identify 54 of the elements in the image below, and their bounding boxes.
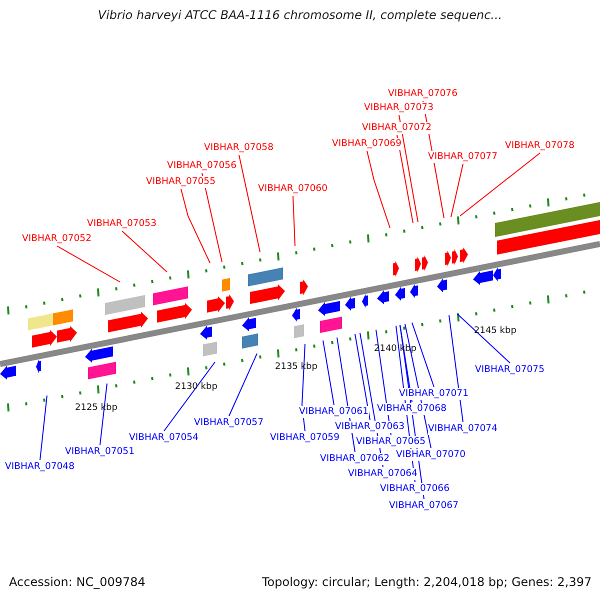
leader-line [202, 172, 222, 262]
gene-label: VIBHAR_07075 [475, 364, 545, 376]
gene-label: VIBHAR_07071 [399, 388, 469, 400]
leader-line [448, 314, 464, 422]
gene-label: VIBHAR_07061 [299, 406, 369, 418]
gene-label: VIBHAR_07063 [335, 421, 405, 433]
gene-label: VIBHAR_07066 [380, 483, 450, 495]
gene-label: VIBHAR_07059 [270, 432, 340, 444]
leader-line [40, 395, 48, 460]
gene-label: VIBHAR_07060 [258, 183, 328, 195]
gene-label: VIBHAR_07064 [348, 468, 418, 480]
gene-label: VIBHAR_07072 [362, 122, 432, 134]
leader-line [460, 152, 540, 216]
gene-label: VIBHAR_07070 [396, 449, 466, 461]
leader-line [164, 362, 216, 432]
leader-line [122, 230, 168, 272]
gene-label: VIBHAR_07051 [65, 446, 135, 458]
gene-label: VIBHAR_07068 [377, 403, 447, 415]
leader-line [292, 196, 296, 246]
leader-line [412, 322, 434, 388]
gene-label: VIBHAR_07076 [388, 88, 458, 100]
leader-line [302, 344, 306, 432]
gene-label: VIBHAR_07056 [167, 160, 237, 172]
gene-label: VIBHAR_07073 [364, 102, 434, 114]
leader-line [56, 246, 120, 282]
leader-line [396, 134, 414, 224]
gene-label: VIBHAR_07057 [194, 417, 264, 429]
gene-label: VIBHAR_07069 [332, 138, 402, 150]
gene-label: VIBHAR_07062 [320, 453, 390, 465]
gene-label: VIBHAR_07078 [505, 140, 575, 152]
leader-line [322, 340, 334, 406]
leader-line [180, 188, 210, 264]
leader-line [450, 164, 464, 218]
gene-label: VIBHAR_07058 [204, 142, 274, 154]
leader-line [456, 313, 510, 364]
gene-label: VIBHAR_07048 [5, 461, 75, 473]
leader-line [366, 150, 390, 228]
map-title: Vibrio harveyi ATCC BAA-1116 chromosome II, complete sequenc... [96, 9, 504, 21]
scale-label: 2145 kbp [474, 325, 516, 337]
gene-label: VIBHAR_07077 [428, 151, 498, 163]
gene-label: VIBHAR_07065 [356, 436, 426, 448]
gene-label: VIBHAR_07067 [389, 500, 459, 512]
gene-label: VIBHAR_07055 [146, 176, 216, 188]
leader-line [238, 154, 260, 252]
gene-label: VIBHAR_07053 [87, 218, 157, 230]
leader-line [100, 383, 108, 446]
gene-label: VIBHAR_07052 [22, 233, 92, 245]
gene-label: VIBHAR_07054 [129, 432, 199, 444]
genome-info-text: Topology: circular; Length: 2,204,018 bp; Genes: 2,397 [262, 575, 592, 590]
leader-line [398, 114, 418, 222]
accession-text: Accession: NC_009784 [9, 575, 146, 590]
gene-label: VIBHAR_07074 [428, 423, 498, 435]
leader-line [228, 353, 258, 416]
leader-line [354, 334, 370, 420]
